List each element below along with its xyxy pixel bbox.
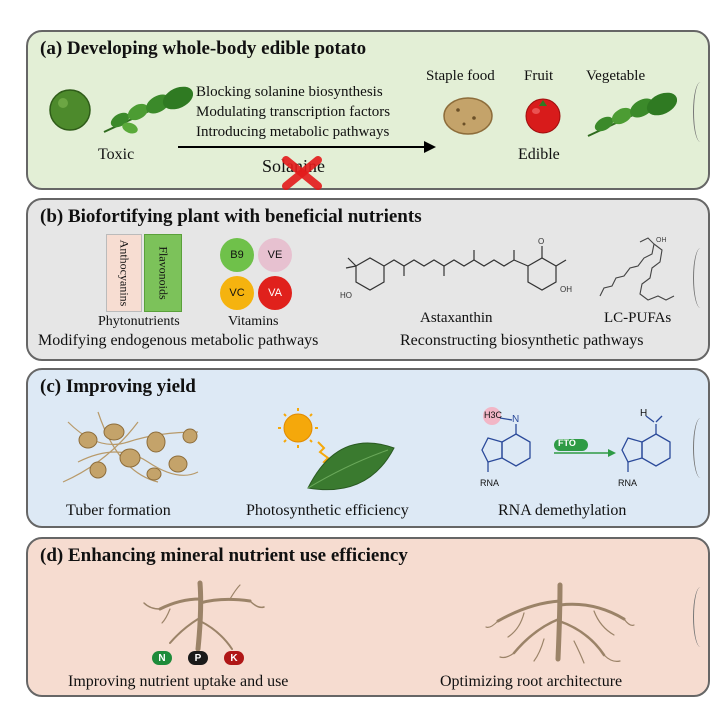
toxic-label: Toxic — [98, 146, 135, 163]
phytonutrients-label: Phytonutrients — [98, 314, 180, 329]
leaf-icon — [587, 92, 678, 137]
h-atom-label: H — [640, 408, 648, 419]
rna-small-label: RNA — [618, 478, 638, 488]
root-icon — [143, 580, 265, 652]
panel-b-title: (b) Biofortifying plant with beneficial … — [40, 206, 422, 227]
tuber-cluster-icon — [62, 411, 199, 483]
panel-d: (d) Enhancing mineral nutrient use effic… — [26, 537, 710, 697]
flavonoids-bar: Flavonoids — [144, 234, 182, 312]
nutrient-p-badge: P — [188, 651, 208, 665]
lcpufas-label: LC-PUFAs — [604, 310, 672, 326]
vitamin-vc-circle: VC — [220, 276, 254, 310]
arrow-right-icon — [178, 141, 436, 153]
strategy-item: Introducing metabolic pathways — [196, 124, 390, 140]
anthocyanins-bar: Anthocyanins — [106, 234, 142, 312]
astaxanthin-structure-icon: HO O OH — [340, 237, 572, 300]
vitamins-label: Vitamins — [228, 314, 279, 329]
photosynthetic-label: Photosynthetic efficiency — [246, 502, 409, 519]
staple-food-label: Staple food — [426, 68, 495, 84]
astaxanthin-label: Astaxanthin — [420, 310, 493, 326]
panel-b: (b) Biofortifying plant with beneficial … — [26, 198, 710, 361]
vegetable-label: Vegetable — [586, 68, 646, 84]
panel-d-title: (d) Enhancing mineral nutrient use effic… — [40, 545, 408, 566]
rna-small-label: RNA — [480, 478, 500, 488]
nutrient-k-badge: K — [224, 651, 244, 665]
connector-curve — [693, 587, 708, 647]
svg-text:HO: HO — [340, 291, 352, 300]
adenine-structure-icon — [621, 415, 671, 472]
green-berry-icon — [49, 89, 91, 131]
fruit-label: Fruit — [524, 68, 554, 84]
panel-a-title: (a) Developing whole-body edible potato — [40, 38, 367, 59]
connector-curve — [693, 418, 708, 478]
svg-text:O: O — [538, 237, 544, 246]
nutrient-n-badge: N — [152, 651, 172, 665]
reconstructing-label: Reconstructing biosynthetic pathways — [400, 332, 644, 349]
connector-curve — [693, 248, 708, 308]
nutrient-uptake-label: Improving nutrient uptake and use — [68, 673, 289, 690]
sun-leaf-icon — [278, 408, 395, 491]
panel-c: (c) Improving yield Tuber formation — [26, 368, 710, 528]
panel-c-title: (c) Improving yield — [40, 376, 196, 397]
fto-arrow-icon — [554, 439, 616, 457]
n-atom-label: N — [512, 414, 520, 425]
vitamin-b9-circle: B9 — [220, 238, 254, 272]
connector-curve — [693, 82, 708, 142]
methyl-adenine-structure-icon — [481, 407, 531, 472]
svg-text:OH: OH — [560, 285, 572, 294]
strategy-item: Blocking solanine biosynthesis — [196, 84, 383, 100]
h3c-label: H3C — [484, 410, 503, 420]
anthocyanins-label: Anthocyanins — [117, 239, 132, 307]
lcpufa-structure-icon: OH — [599, 237, 675, 301]
fto-label: FTO — [558, 438, 576, 448]
tuber-formation-label: Tuber formation — [66, 502, 171, 519]
panel-a: (a) Developing whole-body edible potato … — [26, 30, 710, 190]
rna-demethylation-label: RNA demethylation — [498, 502, 627, 519]
vitamin-ve-circle: VE — [258, 238, 292, 272]
vitamin-va-circle: VA — [258, 276, 292, 310]
red-cross-icon — [282, 156, 322, 190]
svg-text:OH: OH — [656, 237, 667, 244]
tomato-icon — [525, 98, 561, 134]
potato-icon — [443, 97, 493, 135]
edible-label: Edible — [518, 146, 560, 163]
strategy-item: Modulating transcription factors — [196, 104, 391, 120]
sun-icon — [278, 408, 318, 448]
root-architecture-icon — [485, 582, 635, 664]
flavonoids-label: Flavonoids — [156, 246, 171, 300]
leaf-icon — [103, 86, 194, 134]
root-architecture-label: Optimizing root architecture — [440, 673, 623, 690]
modifying-label: Modifying endogenous metabolic pathways — [38, 332, 319, 349]
strategy-list: Blocking solanine biosynthesis Modulatin… — [196, 82, 390, 142]
